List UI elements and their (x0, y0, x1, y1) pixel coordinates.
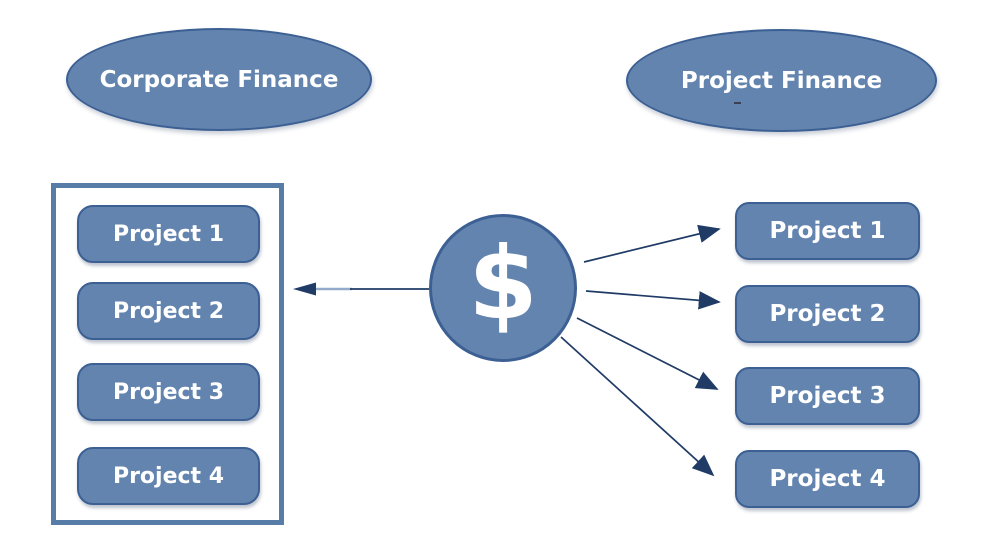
corporate-project-3-box: Project 3 (77, 363, 260, 421)
corporate-finance-label: Corporate Finance (99, 66, 339, 93)
arrow-to-project-3 (576, 317, 719, 390)
corporate-project-3-label: Project 3 (112, 379, 225, 405)
project-finance-ellipse: Project Finance (626, 29, 937, 132)
corporate-project-4-box: Project 4 (77, 447, 260, 505)
arrow-to-corporate-head (293, 282, 316, 296)
corporate-project-2-box: Project 2 (77, 282, 260, 340)
arrow-to-project-2 (585, 290, 721, 310)
project-finance-project-1-label: Project 1 (769, 218, 886, 244)
corporate-finance-ellipse: Corporate Finance (66, 28, 372, 131)
corporate-project-1-box: Project 1 (77, 205, 260, 263)
project-finance-label: Project Finance (680, 67, 883, 94)
stray-dash-mark (734, 102, 741, 104)
project-finance-project-3-label: Project 3 (769, 383, 886, 409)
project-finance-project-4-box: Project 4 (735, 450, 920, 508)
corporate-project-1-label: Project 1 (112, 221, 225, 247)
project-finance-project-2-label: Project 2 (769, 301, 886, 327)
corporate-project-4-label: Project 4 (112, 463, 225, 489)
project-finance-project-2-box: Project 2 (735, 285, 920, 343)
corporate-project-2-label: Project 2 (112, 298, 225, 324)
arrow-to-project-1 (583, 224, 721, 263)
dollar-sign-icon: $ (468, 225, 538, 342)
project-finance-project-3-box: Project 3 (735, 367, 920, 425)
project-finance-project-4-label: Project 4 (769, 466, 886, 492)
arrow-to-project-4 (560, 336, 715, 477)
money-circle: $ (429, 214, 577, 362)
project-finance-project-1-box: Project 1 (735, 202, 920, 260)
